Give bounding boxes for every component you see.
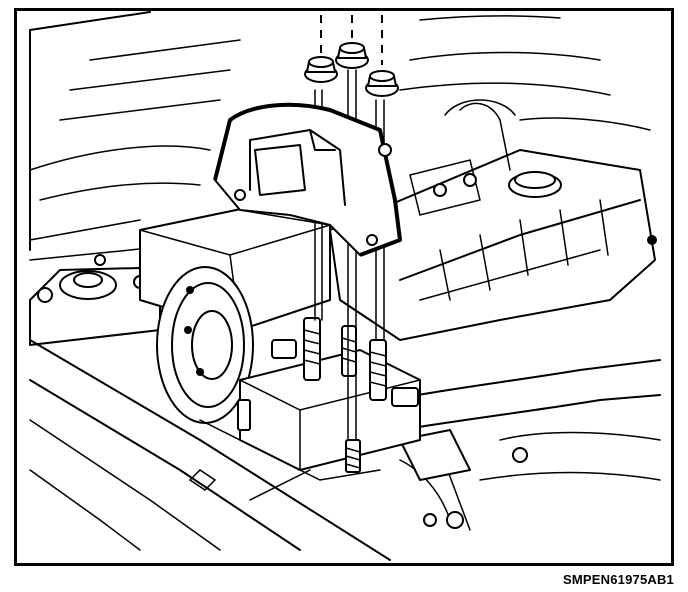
valve-cover — [329, 99, 657, 341]
strut-tower — [29, 254, 161, 346]
figure-code: SMPEN61975AB1 — [563, 572, 674, 587]
upper-mount-bracket — [213, 102, 402, 257]
pulley — [156, 266, 254, 424]
mount-studs — [237, 317, 387, 473]
front-support — [29, 339, 391, 561]
intake-manifold — [389, 359, 661, 531]
flange-nuts — [304, 42, 399, 97]
hood-outline — [29, 11, 651, 261]
mount-spacers — [271, 339, 419, 407]
